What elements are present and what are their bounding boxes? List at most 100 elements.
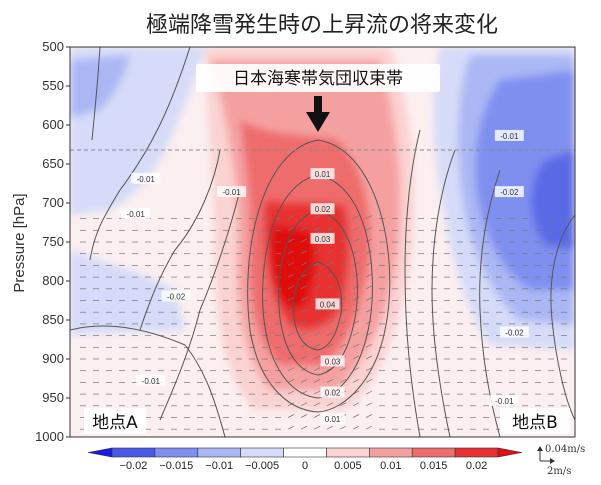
contour-label-bg [494, 186, 524, 198]
wind-vector [352, 297, 360, 301]
colorbar-tick-label: 0.01 [380, 460, 401, 472]
wind-vector [352, 425, 360, 430]
wind-vector [365, 390, 373, 395]
contour-label: 0.01 [315, 170, 331, 179]
wind-vector [300, 414, 308, 418]
wind-vector [313, 273, 321, 278]
wind-vector [365, 343, 373, 348]
contour-label: -0.01 [500, 132, 519, 141]
wind-vector [313, 332, 321, 336]
contour-label-bg [320, 355, 345, 367]
contour-label-bg [320, 413, 345, 425]
contour-label-bg [217, 186, 247, 198]
colorbar-tick-label: −0.02 [120, 460, 148, 472]
shade-negative-left-low [70, 250, 185, 335]
wind-vector [365, 320, 373, 325]
contour-label-bg [136, 374, 166, 386]
wind-vector [339, 332, 347, 336]
wind-vector [300, 285, 308, 290]
wind-vector [365, 238, 373, 243]
y-tick-label: 700 [42, 195, 64, 210]
wind-vector [365, 414, 373, 418]
y-tick-label: 750 [42, 234, 64, 249]
contour-label-bg [489, 395, 519, 407]
wind-vector [313, 285, 321, 290]
reference-vector: 0.04m/s 2m/s [537, 444, 585, 477]
wind-vector [352, 238, 360, 243]
wind-vector [313, 308, 321, 313]
annotation-arrow [306, 96, 330, 132]
wind-vector [287, 297, 295, 301]
wind-vector [313, 379, 321, 383]
y-axis-label: Pressure [hPa] [11, 193, 28, 292]
colorbar-segment [326, 447, 370, 458]
contour-label-bg [494, 129, 524, 141]
contour-label: 0.02 [315, 205, 331, 214]
wind-vector [326, 226, 334, 231]
wind-vector [326, 273, 334, 278]
chart-title: 極端降雪発生時の上昇流の将来変化 [146, 13, 498, 38]
site-b-label: 地点B [512, 413, 558, 433]
contour-positive-0.03 [278, 209, 358, 376]
contour-label: -0.02 [505, 328, 524, 337]
wind-vector [339, 297, 347, 301]
wind-vector [300, 273, 308, 278]
colorbar-segment [197, 447, 241, 458]
wind-vector [352, 262, 360, 266]
contour-label: -0.02 [167, 293, 186, 302]
contour-label: 0.03 [315, 235, 331, 244]
contour-negative-left-5 [91, 47, 101, 141]
colorbar-tick-label: −0.005 [245, 460, 279, 472]
colorbar-tick-label: 0.02 [466, 460, 487, 472]
contour-label-bg [161, 290, 191, 302]
contour-label-bg [315, 298, 340, 310]
wind-vector [300, 332, 308, 336]
wind-vector [339, 402, 347, 407]
wind-vector [313, 355, 321, 360]
colorbar-extend-left [87, 447, 113, 458]
wind-vector [300, 379, 308, 383]
wind-vector [352, 379, 360, 383]
wind-vector [339, 215, 347, 219]
wind-vector [326, 379, 334, 383]
contour-label-bg [310, 168, 335, 180]
wind-vector [352, 402, 360, 407]
contour-negative-left-2 [139, 149, 221, 331]
wind-vector [300, 262, 308, 266]
wind-vector [313, 250, 321, 255]
colorbar-tick-label: 0.005 [334, 460, 362, 472]
wind-vector [287, 425, 295, 430]
wind-vector [287, 273, 295, 278]
wind-vector [300, 355, 308, 360]
contour-positive-0.04 [292, 261, 343, 351]
contour-negative-right-2 [431, 149, 456, 437]
wind-vector [352, 343, 360, 348]
contour-label: 0.02 [325, 389, 341, 398]
wind-vector [313, 390, 321, 395]
contour-labels: -0.01-0.01-0.01-0.02-0.010.010.020.030.0… [121, 129, 529, 425]
contour-label-bg [121, 207, 151, 219]
contour-label-bg [310, 203, 335, 215]
wind-vector [287, 238, 295, 243]
annotation-box [196, 64, 440, 92]
wind-vector [365, 297, 373, 301]
y-tick-label: 900 [42, 351, 64, 366]
contour-label: 0.04 [320, 300, 336, 309]
wind-vector [339, 343, 347, 348]
contour-positive-0.02 [262, 174, 373, 399]
wind-vector [352, 273, 360, 278]
site-b-box [500, 408, 570, 434]
wind-vector [326, 308, 334, 313]
contour-lines [70, 47, 575, 437]
contour-positive-0.01 [247, 139, 391, 413]
wind-vector [365, 379, 373, 383]
wind-vector [365, 215, 373, 219]
contour-negative-right-4 [550, 214, 575, 421]
site-a-label: 地点A [92, 413, 138, 433]
wind-vector [313, 343, 321, 348]
wind-vector [300, 250, 308, 255]
contour-label-bg [310, 232, 335, 244]
wind-vector [365, 355, 373, 360]
